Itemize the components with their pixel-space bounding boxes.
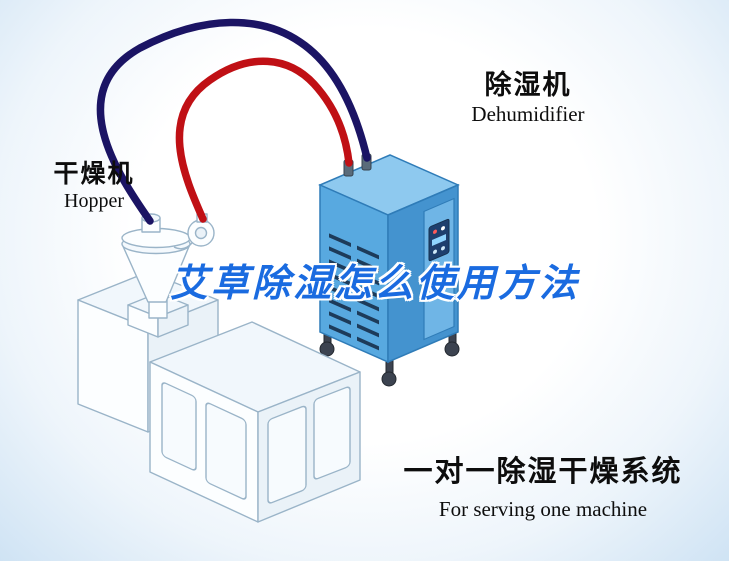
power-indicator bbox=[433, 229, 437, 234]
caster-wheel bbox=[381, 371, 397, 387]
hopper-label: 干燥机 Hopper bbox=[30, 160, 158, 214]
pipe-blue bbox=[96, 18, 371, 225]
system-caption-cn: 一对一除湿干燥系统 bbox=[403, 456, 683, 488]
hopper-funnel bbox=[121, 213, 191, 319]
turret-side bbox=[157, 304, 189, 338]
pipe-red bbox=[175, 57, 353, 223]
dehumidifier-unit bbox=[318, 153, 460, 387]
dehumidifier-control-panel bbox=[428, 218, 450, 262]
dehumidifier-casters bbox=[319, 329, 460, 387]
blower-hub bbox=[194, 226, 208, 240]
system-caption-en: For serving one machine bbox=[438, 497, 648, 521]
dehumidifier-label-cn: 除湿机 bbox=[484, 70, 572, 100]
control-button bbox=[433, 249, 437, 254]
run-indicator bbox=[441, 226, 445, 231]
extruder-machine bbox=[77, 213, 361, 523]
system-caption: 一对一除湿干燥系统 For serving one machine bbox=[396, 448, 690, 522]
blower-elbow bbox=[173, 242, 193, 250]
control-button bbox=[441, 246, 445, 251]
body-front-panels bbox=[161, 382, 247, 500]
hopper-label-cn: 干燥机 bbox=[53, 160, 135, 188]
dehumidifier-vents bbox=[329, 233, 379, 351]
hopper-label-en: Hopper bbox=[64, 189, 124, 212]
dehumidifier-label: 除湿机 Dehumidifier bbox=[448, 70, 608, 127]
body-end-panels bbox=[267, 386, 351, 504]
display-screen bbox=[432, 233, 446, 246]
dehumidifier-door bbox=[423, 197, 455, 341]
page-title: 艾草除湿怎么使用方法 bbox=[169, 263, 580, 305]
dehumidifier-label-en: Dehumidifier bbox=[471, 102, 585, 127]
caster-wheel bbox=[444, 341, 460, 357]
